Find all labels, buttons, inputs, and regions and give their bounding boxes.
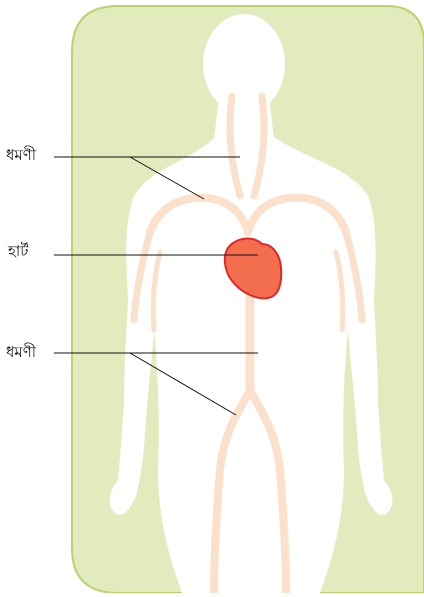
label-artery-bottom: ধমণী bbox=[6, 345, 36, 360]
label-artery-top: ধমণী bbox=[6, 148, 36, 163]
label-heart: হার্ট bbox=[8, 244, 28, 259]
